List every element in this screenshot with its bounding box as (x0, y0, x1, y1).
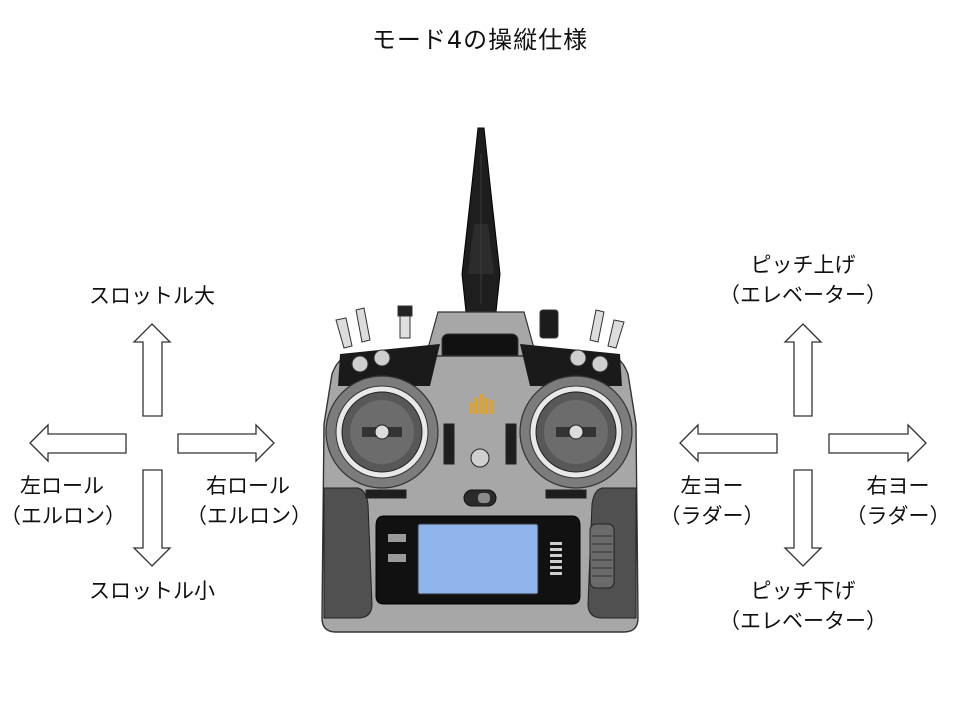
arrow-up-throttle-up (132, 323, 172, 417)
arrow-right-roll-right (177, 423, 275, 463)
left-grip (323, 487, 373, 619)
arrow-left-roll-left (29, 423, 127, 463)
left-gimbal (325, 375, 439, 489)
arrow-right-yaw-right (828, 423, 927, 463)
rc-transmitter-illustration (321, 127, 639, 633)
label-yaw-right: 右ヨー （ラダー） (845, 474, 951, 528)
diagram-title: モード4の操縦仕様 (371, 26, 589, 54)
right-gimbal (519, 375, 633, 489)
label-throttle-down: スロットル小 (89, 579, 215, 603)
toggle-switches-right (539, 309, 625, 349)
label-roll-right: 右ロール （エルロン） (186, 474, 312, 528)
arrow-down-pitch-down (783, 469, 823, 567)
label-pitch-down: ピッチ下げ （エレベーター） (719, 579, 887, 633)
arrow-down-throttle-down (132, 469, 172, 567)
label-pitch-up: ピッチ上げ （エレベーター） (719, 253, 887, 307)
scroll-wheel (589, 523, 615, 589)
label-roll-left: 左ロール （エルロン） (0, 474, 126, 528)
brand-logo (470, 394, 493, 414)
label-yaw-left: 左ヨー （ラダー） (659, 474, 765, 528)
arrow-left-yaw-left (679, 423, 778, 463)
label-throttle-up: スロットル大 (89, 284, 215, 308)
toggle-switches-left (335, 305, 413, 349)
lcd-screen (417, 523, 539, 595)
arrow-up-pitch-up (783, 323, 823, 417)
